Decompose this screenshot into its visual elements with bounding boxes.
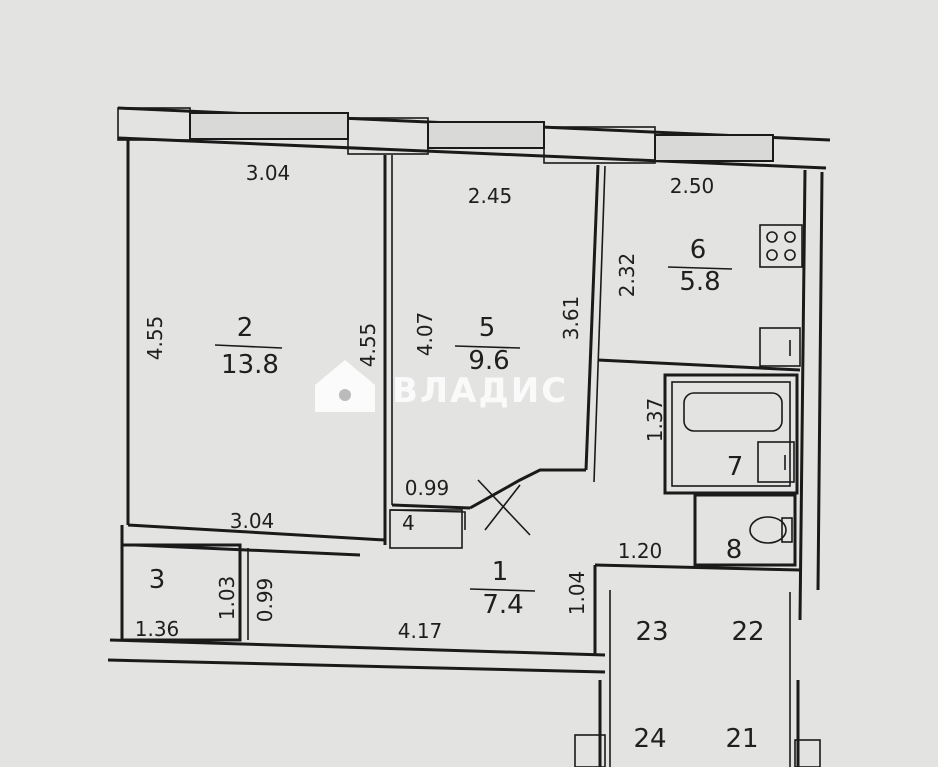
dimension-label: 2.32 bbox=[615, 253, 639, 298]
room-number: 2 bbox=[237, 313, 254, 343]
sink-icon bbox=[759, 327, 801, 367]
dimension-label: 3.04 bbox=[246, 161, 291, 185]
neighbor-room-label: 22 bbox=[731, 617, 764, 647]
dimension-label: 1.04 bbox=[565, 571, 589, 616]
dimension-label: 1.20 bbox=[618, 539, 663, 563]
bathroom-7 bbox=[663, 373, 799, 495]
window-2 bbox=[427, 121, 545, 149]
window-1 bbox=[189, 112, 349, 140]
dimension-label: 2.45 bbox=[468, 184, 513, 208]
room-2-walls bbox=[127, 155, 393, 545]
room-number: 7 bbox=[727, 452, 744, 482]
room-area: 5.8 bbox=[679, 267, 720, 297]
dimension-label: 4.55 bbox=[143, 316, 167, 361]
dimension-label: 0.99 bbox=[405, 476, 450, 500]
dimension-label: 3.61 bbox=[559, 296, 583, 341]
window-3 bbox=[654, 134, 774, 162]
neighbor-room-label: 24 bbox=[633, 724, 666, 754]
room-3 bbox=[120, 543, 361, 642]
washbasin-icon bbox=[757, 441, 795, 483]
dimension-label: 4.55 bbox=[356, 323, 380, 368]
room-5-walls bbox=[391, 164, 606, 510]
neighbor-corridor bbox=[574, 680, 821, 767]
stove-icon bbox=[759, 224, 803, 268]
dimension-label: 1.37 bbox=[643, 398, 667, 443]
neighbor-room-label: 21 bbox=[725, 724, 758, 754]
dimension-label: 1.03 bbox=[215, 576, 239, 621]
room-number: 8 bbox=[726, 535, 743, 565]
dimension-label: 0.99 bbox=[253, 578, 277, 623]
room-number: 1 bbox=[492, 557, 509, 587]
hallway-1 bbox=[389, 479, 801, 767]
room-6-walls bbox=[597, 169, 824, 621]
exterior-wall-top bbox=[117, 106, 831, 170]
room-number: 3 bbox=[149, 565, 166, 595]
dimension-label: 3.04 bbox=[230, 509, 275, 533]
room-area: 9.6 bbox=[468, 346, 509, 376]
dimension-label: 1.36 bbox=[135, 617, 180, 641]
room-area: 7.4 bbox=[482, 590, 523, 620]
house-logo-icon bbox=[315, 360, 375, 412]
room-area: 13.8 bbox=[221, 350, 279, 380]
dimension-label: 4.07 bbox=[413, 312, 437, 357]
room-number: 5 bbox=[479, 313, 496, 343]
bathtub-icon bbox=[683, 392, 783, 432]
watermark-text: ВЛАДИС bbox=[392, 371, 568, 411]
toilet-icon bbox=[749, 516, 787, 544]
room-number: 6 bbox=[690, 235, 707, 265]
dimension-label: 2.50 bbox=[670, 174, 715, 198]
neighbor-room-label: 23 bbox=[635, 617, 668, 647]
watermark: ВЛАДИС bbox=[315, 360, 568, 412]
toilet-8 bbox=[693, 493, 797, 567]
room-number: 4 bbox=[402, 511, 415, 535]
dimension-label: 4.17 bbox=[398, 619, 443, 643]
closet-4 bbox=[389, 509, 463, 549]
